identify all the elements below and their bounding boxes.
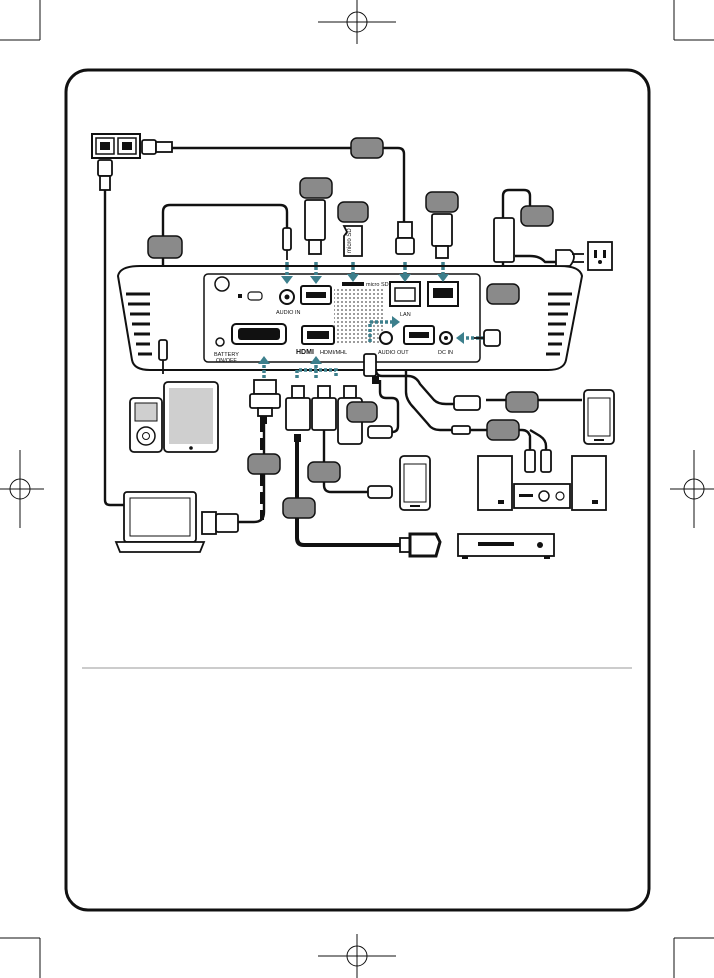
port-arrows (258, 262, 494, 378)
projector-ports (214, 276, 459, 347)
battery-button (215, 337, 225, 347)
rca-plug-icon (524, 449, 552, 473)
cable-markers (260, 376, 379, 442)
micro-sd-card-icon: micro SD (342, 225, 363, 257)
ipod-icon (129, 397, 163, 453)
dc-in-label: DC IN (438, 350, 453, 356)
ir-sensor (214, 276, 230, 292)
audio-out-port (379, 331, 393, 345)
power-adapter-icon (493, 217, 515, 263)
sd-card-text: micro SD (347, 228, 353, 253)
smartphone-icon (583, 389, 615, 445)
ethernet-jack-icon (91, 133, 141, 159)
vga-plug-icon (201, 379, 281, 535)
micro-sd-slot (342, 282, 364, 286)
callout-7 (486, 283, 520, 305)
speaker-grille (334, 288, 384, 344)
on-off-label: ON/OFF (216, 358, 237, 364)
hdmi-logo: HDMI (296, 349, 314, 356)
projector-body (116, 265, 584, 371)
lan-label: LAN (400, 312, 411, 318)
battery-switch (247, 291, 263, 301)
wall-outlet-icon (587, 241, 613, 271)
stereo-audio-plug-icon (440, 425, 471, 435)
micro-sd-label: micro SD (366, 282, 389, 288)
speaker-icon (571, 455, 607, 511)
callout-4 (425, 191, 459, 213)
callout-9 (505, 391, 539, 413)
battery-label: BATTERY (214, 352, 239, 358)
amplifier-icon (513, 483, 571, 509)
port-labels: AUDIO IN micro SD LAN BATTERY ON/OFF HDM… (214, 282, 453, 364)
callout-2 (299, 177, 333, 199)
callout-13 (282, 497, 316, 519)
speaker-icon (477, 455, 513, 511)
page-frame (64, 68, 651, 912)
audio-plug-icon (158, 227, 292, 374)
rj45-plug-icon (97, 139, 415, 255)
tablet-icon (163, 381, 219, 453)
dc-plug-icon (474, 329, 501, 347)
audio-in-label: AUDIO IN (276, 310, 300, 316)
callout-labels (147, 137, 554, 519)
power-plug-icon (555, 249, 584, 267)
usb-cable-plug-icon (367, 395, 481, 499)
callout-11 (247, 453, 281, 475)
callout-8 (346, 401, 378, 423)
usb-stick-icon (304, 199, 453, 259)
callout-10 (486, 419, 520, 441)
callout-1 (350, 137, 384, 159)
power-indicator (238, 294, 242, 298)
callout-5 (520, 205, 554, 227)
smartphone-icon (399, 455, 431, 511)
callout-6 (147, 235, 183, 259)
hdmi-dvd-plug (399, 532, 442, 558)
laptop-icon (114, 491, 206, 553)
dvd-player-icon (457, 533, 555, 559)
hdmi-mhl-label: HDMI/MHL (320, 350, 347, 356)
audio-out-label: AUDIO OUT (378, 350, 409, 356)
callout-3 (337, 201, 369, 223)
callout-12 (307, 461, 341, 483)
